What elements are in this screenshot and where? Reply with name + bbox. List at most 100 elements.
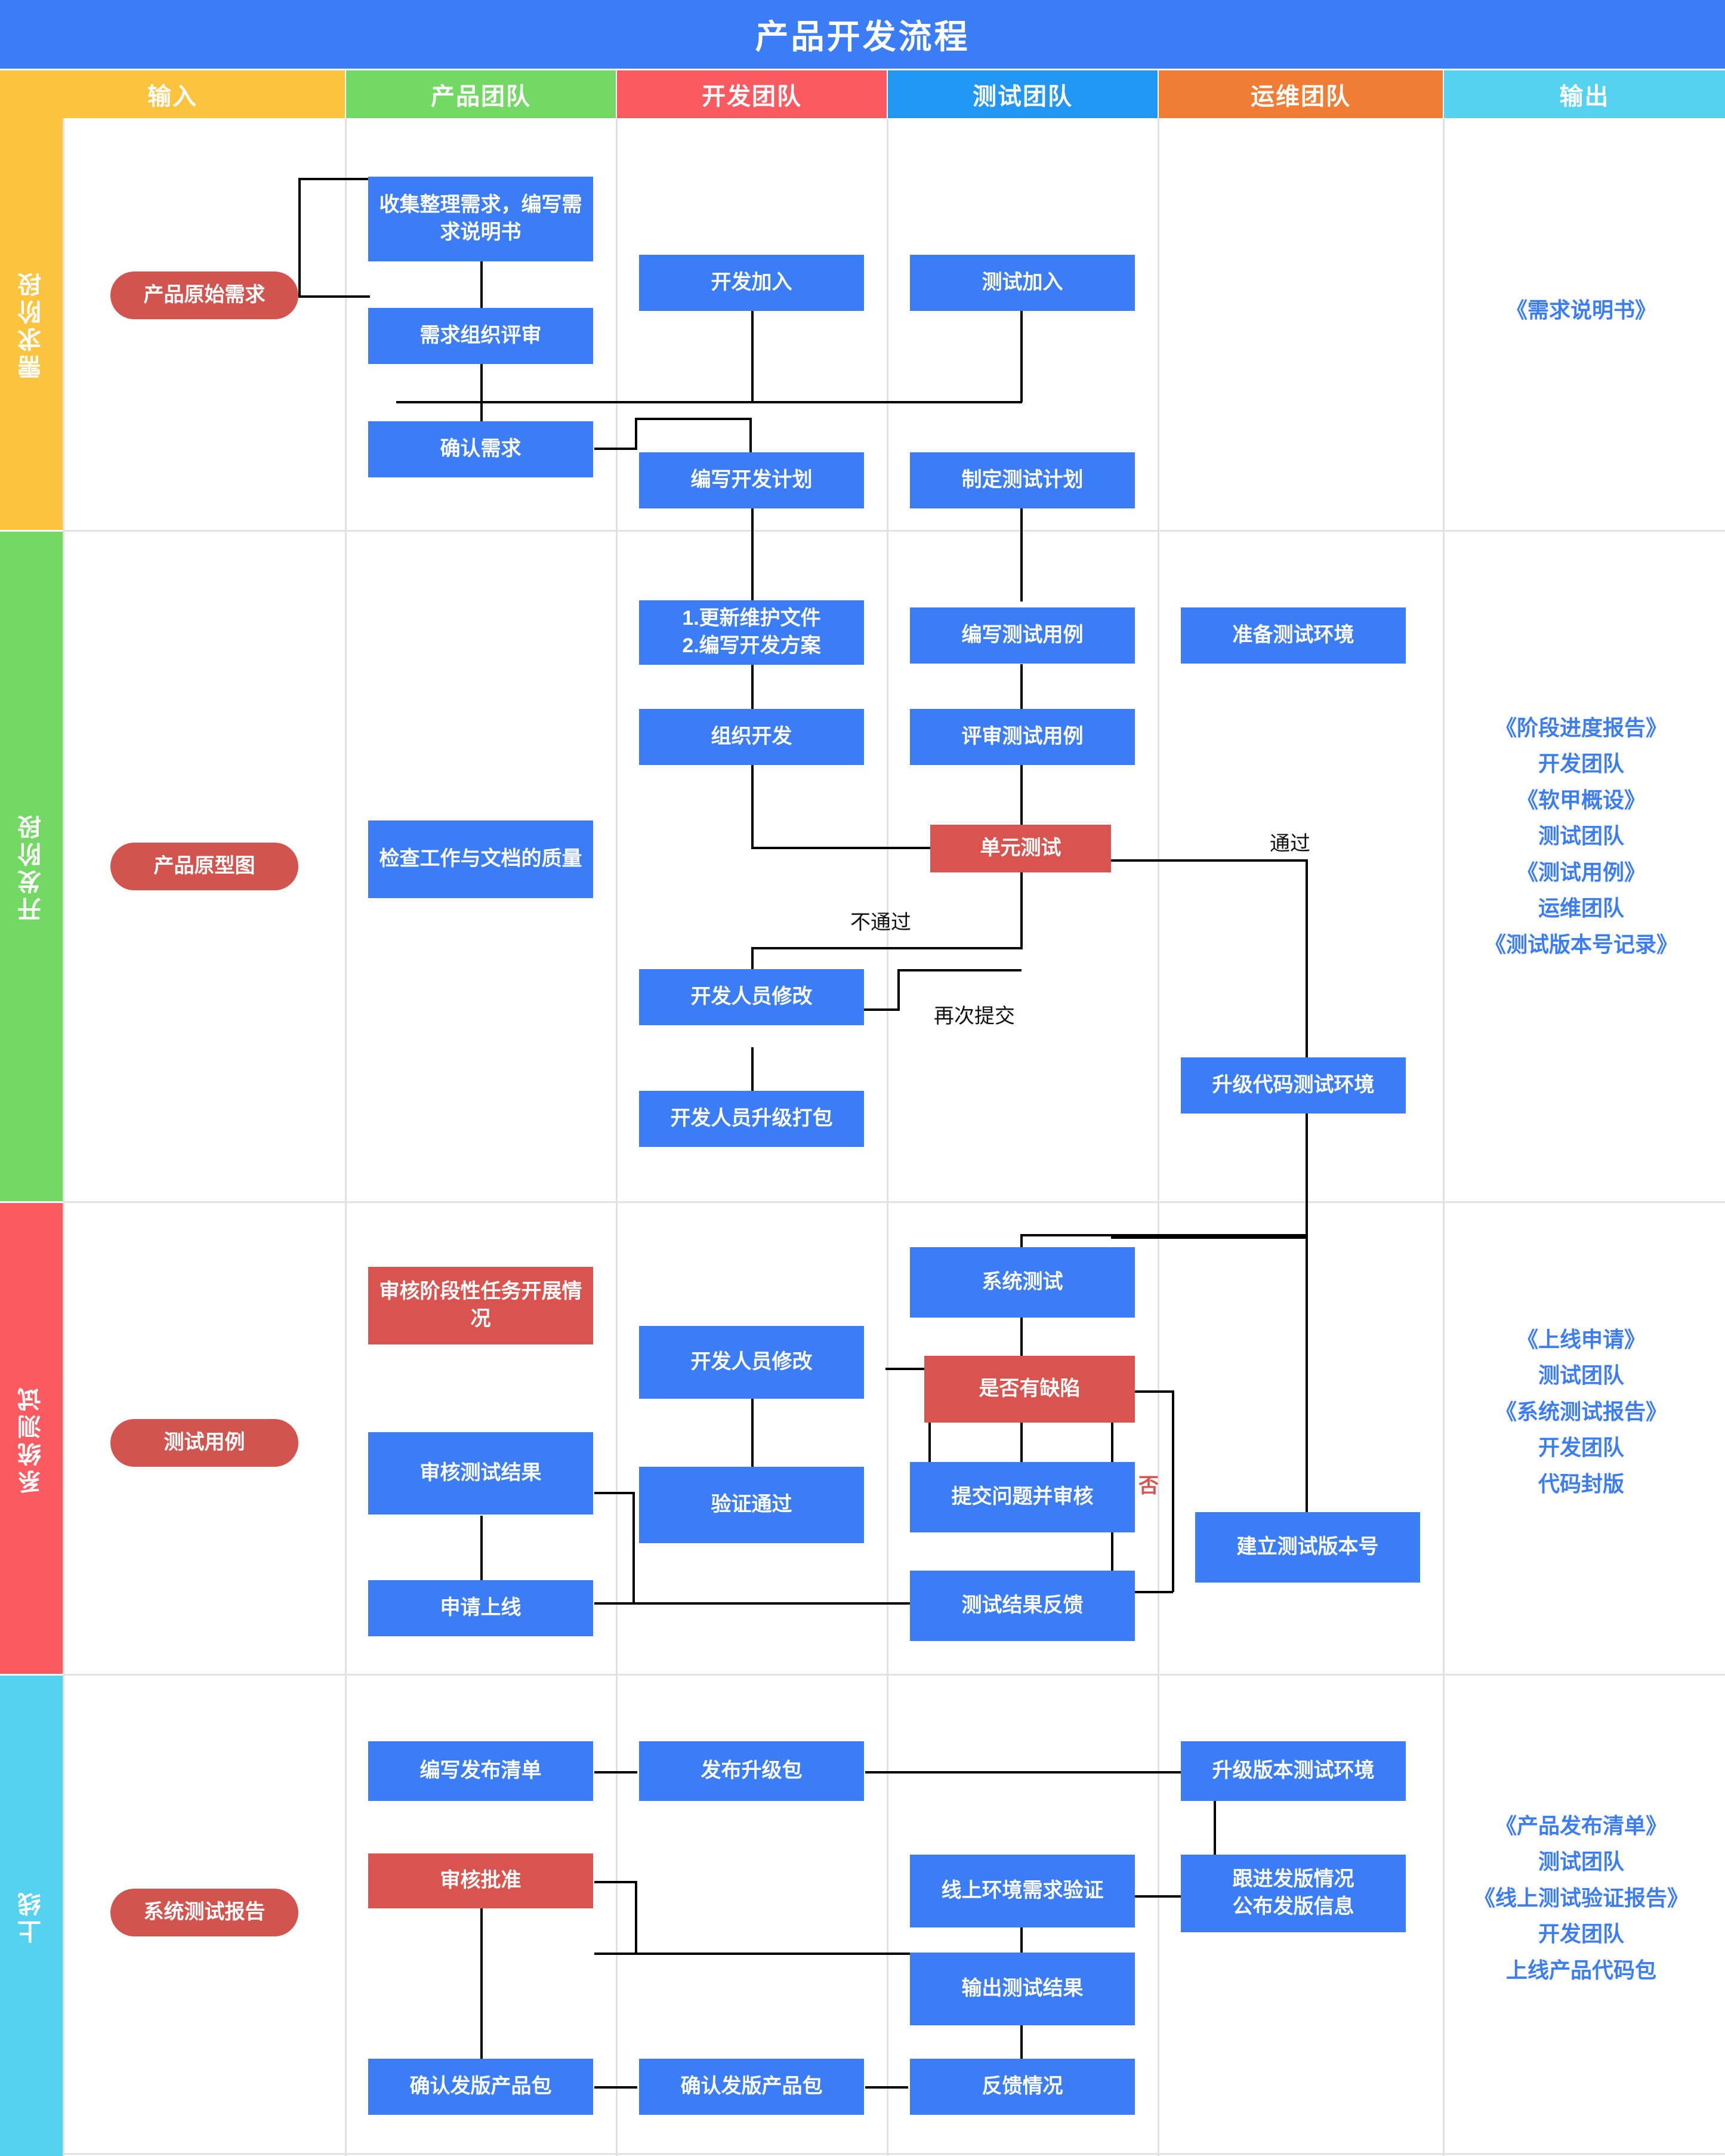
node-input-requirement[interactable]: 产品原始需求 xyxy=(110,272,298,319)
connector xyxy=(928,1368,931,1494)
connector xyxy=(1306,1098,1308,1235)
node-write-test-case[interactable]: 编写测试用例 xyxy=(910,607,1135,664)
connector xyxy=(751,1047,754,1107)
node-check-quality[interactable]: 检查工作与文档的质量 xyxy=(368,821,593,898)
connector xyxy=(1020,2025,1023,2068)
node-upgrade-version-test-env[interactable]: 升级版本测试环境 xyxy=(1181,1741,1406,1801)
node-write-release-list[interactable]: 编写发布清单 xyxy=(368,1741,593,1801)
node-has-defect[interactable]: 是否有缺陷 xyxy=(924,1356,1135,1423)
connector xyxy=(751,847,933,849)
column-header-label: 输出 xyxy=(1559,84,1610,110)
node-prepare-test-env[interactable]: 准备测试环境 xyxy=(1181,607,1406,664)
node-feedback-status[interactable]: 反馈情况 xyxy=(910,2059,1135,2115)
node-label: 需求组织评审 xyxy=(419,324,542,347)
stage-label-text: 系统测试 xyxy=(18,1383,45,1494)
node-label: 编写测试用例 xyxy=(961,624,1084,647)
node-input-system-test-report[interactable]: 系统测试报告 xyxy=(110,1889,298,1936)
edge-label-text: 再次提交 xyxy=(934,1005,1015,1028)
node-requirement-review[interactable]: 需求组织评审 xyxy=(368,308,593,364)
node-submit-issue-review[interactable]: 提交问题并审核 xyxy=(910,1462,1135,1532)
node-confirm-release-pkg-product[interactable]: 确认发版产品包 xyxy=(368,2059,593,2115)
connector xyxy=(751,1398,754,1467)
node-publish-upgrade-pkg[interactable]: 发布升级包 xyxy=(639,1741,864,1801)
node-input-prototype[interactable]: 产品原型图 xyxy=(110,843,298,890)
connector xyxy=(1020,871,1023,949)
node-write-dev-plan[interactable]: 编写开发计划 xyxy=(639,452,864,508)
connector xyxy=(594,1771,637,1773)
node-organize-dev[interactable]: 组织开发 xyxy=(639,709,864,765)
grid-hline xyxy=(63,2153,1725,2155)
node-approve[interactable]: 审核批准 xyxy=(368,1853,593,1908)
connector xyxy=(865,2086,908,2089)
output-line: 《软甲概设》 xyxy=(1516,787,1646,812)
connector xyxy=(1111,1236,1307,1239)
node-review-test-result[interactable]: 审核测试结果 xyxy=(368,1432,593,1515)
connector xyxy=(1020,496,1023,602)
node-test-join[interactable]: 测试加入 xyxy=(910,255,1135,311)
node-collect-requirements[interactable]: 收集整理需求，编写需求说明书 xyxy=(368,177,593,261)
column-header-label: 输入 xyxy=(147,84,198,110)
node-label: 跟进发版情况 公布发版信息 xyxy=(1232,1868,1354,1918)
node-label: 产品原始需求 xyxy=(143,283,266,307)
node-label: 开发人员修改 xyxy=(690,985,813,1008)
node-dev-fix-2[interactable]: 开发人员修改 xyxy=(639,1326,864,1399)
node-review-test-case[interactable]: 评审测试用例 xyxy=(910,709,1135,765)
node-label: 测试用例 xyxy=(163,1431,245,1454)
node-create-test-version[interactable]: 建立测试版本号 xyxy=(1195,1512,1420,1583)
node-review-stage-tasks[interactable]: 审核阶段性任务开展情况 xyxy=(368,1267,593,1344)
connector xyxy=(897,969,1022,971)
node-label: 确认发版产品包 xyxy=(680,2075,823,2098)
connector xyxy=(594,1953,995,1955)
stage-label-text: 需求阶段 xyxy=(18,269,45,379)
node-label: 开发人员升级打包 xyxy=(670,1107,833,1130)
node-label: 是否有缺陷 xyxy=(979,1377,1081,1401)
edge-label-resubmit: 再次提交 xyxy=(934,1000,1015,1029)
stage-label-requirement: 需求阶段 xyxy=(0,118,63,530)
grid-vline xyxy=(616,118,618,2156)
node-unit-test[interactable]: 单元测试 xyxy=(930,825,1111,872)
node-dev-package[interactable]: 开发人员升级打包 xyxy=(639,1091,864,1147)
edge-label-not-pass: 不通过 xyxy=(850,906,911,935)
grid-hline xyxy=(63,530,1725,532)
node-label: 升级代码测试环境 xyxy=(1212,1074,1375,1097)
node-label: 单元测试 xyxy=(980,837,1061,860)
connector xyxy=(396,401,1022,403)
node-label: 确认发版产品包 xyxy=(409,2075,552,2098)
node-label: 测试加入 xyxy=(982,271,1063,294)
output-development: 《阶段进度报告》 开发团队 《软甲概设》 测试团队 《测试用例》 运维团队 《测… xyxy=(1444,710,1718,963)
edge-label-text: 否 xyxy=(1138,1475,1159,1497)
output-line: 开发团队 xyxy=(1538,1435,1624,1460)
node-confirm-requirement[interactable]: 确认需求 xyxy=(368,421,593,477)
node-label: 编写开发计划 xyxy=(690,468,813,492)
node-confirm-release-pkg-dev[interactable]: 确认发版产品包 xyxy=(639,2059,864,2115)
node-verify-pass[interactable]: 验证通过 xyxy=(639,1467,864,1543)
node-update-doc-scheme[interactable]: 1.更新维护文件 2.编写开发方案 xyxy=(639,600,864,665)
node-test-result-feedback[interactable]: 测试结果反馈 xyxy=(910,1571,1135,1641)
connector xyxy=(1020,1234,1308,1236)
node-online-env-verify[interactable]: 线上环境需求验证 xyxy=(910,1855,1135,1927)
output-line: 代码封版 xyxy=(1538,1471,1624,1496)
node-label: 发布升级包 xyxy=(701,1759,803,1782)
node-dev-fix[interactable]: 开发人员修改 xyxy=(639,969,864,1025)
node-label: 提交问题并审核 xyxy=(951,1485,1094,1509)
page-title: 产品开发流程 xyxy=(0,0,1725,69)
node-output-test-result[interactable]: 输出测试结果 xyxy=(910,1953,1135,2025)
node-label: 系统测试 xyxy=(982,1270,1063,1294)
connector xyxy=(480,1516,483,1581)
connector xyxy=(1020,1318,1023,1384)
grid-hline xyxy=(63,1674,1725,1676)
connector xyxy=(1111,1591,1173,1593)
node-input-testcase[interactable]: 测试用例 xyxy=(110,1419,298,1467)
node-upgrade-code-test-env[interactable]: 升级代码测试环境 xyxy=(1181,1057,1406,1114)
connector xyxy=(480,364,483,424)
connector xyxy=(751,297,754,402)
node-make-test-plan[interactable]: 制定测试计划 xyxy=(910,452,1135,508)
node-dev-join[interactable]: 开发加入 xyxy=(639,255,864,311)
connector xyxy=(635,418,751,420)
connector xyxy=(749,418,752,454)
node-system-test[interactable]: 系统测试 xyxy=(910,1247,1135,1318)
node-track-release[interactable]: 跟进发版情况 公布发版信息 xyxy=(1181,1855,1406,1932)
node-apply-online[interactable]: 申请上线 xyxy=(368,1580,593,1636)
output-line: 《测试版本号记录》 xyxy=(1484,932,1678,957)
output-line: 《需求说明书》 xyxy=(1505,298,1656,322)
